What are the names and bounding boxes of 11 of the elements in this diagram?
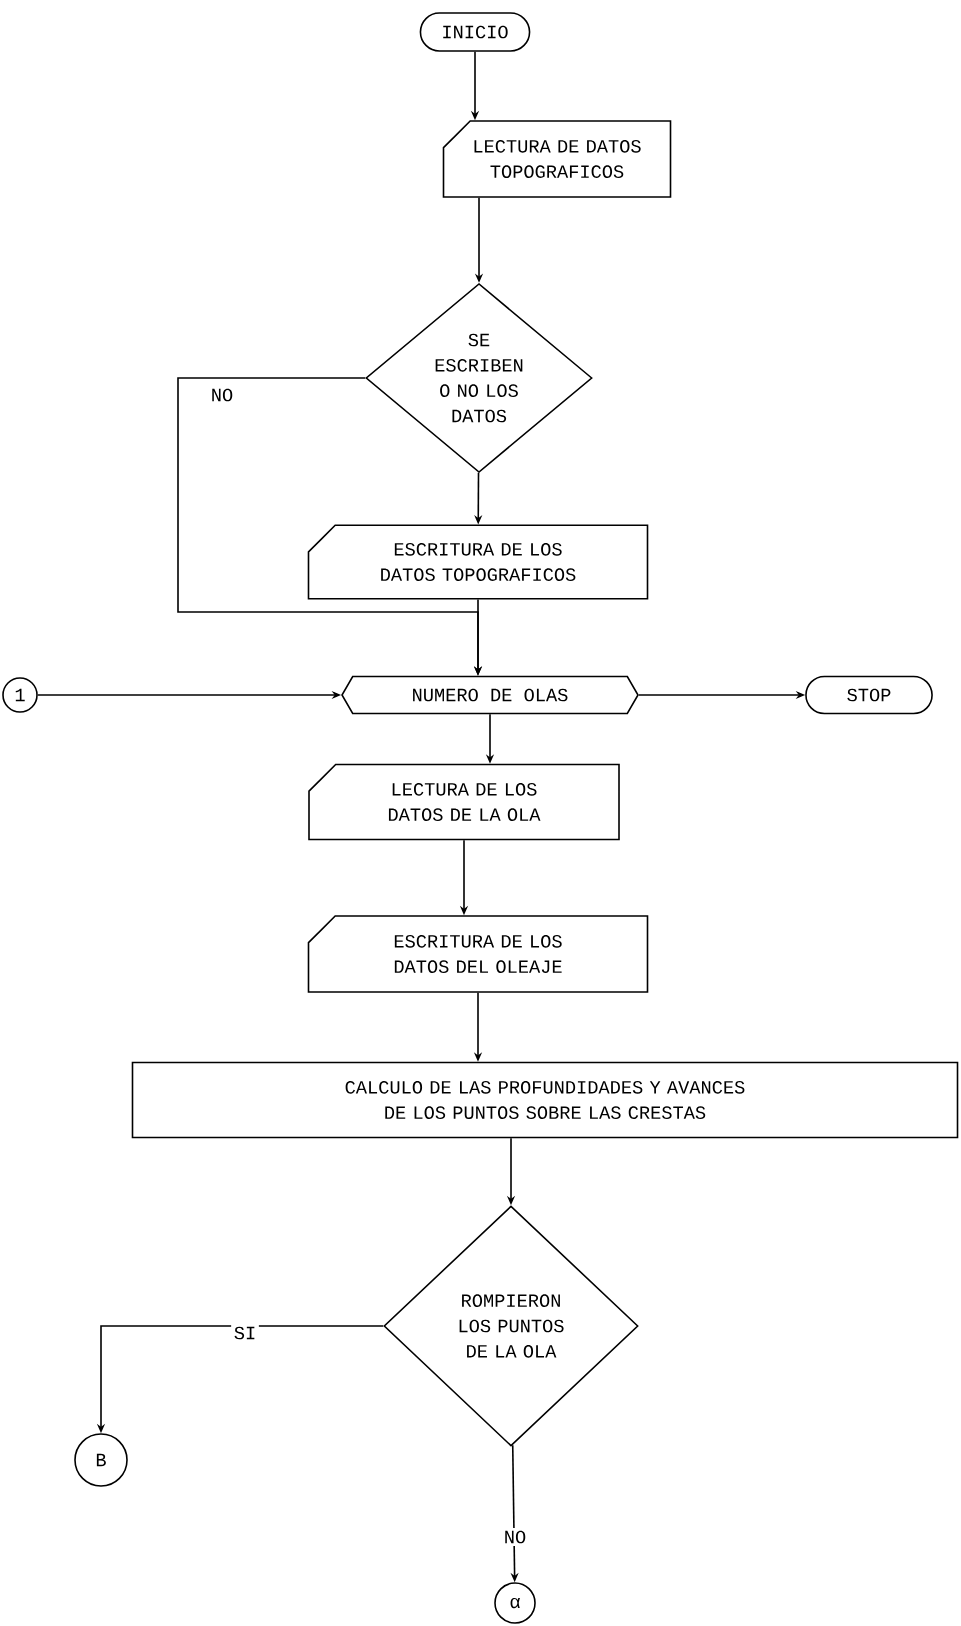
output-box: ESCRITURA DE LOS DATOS TOPOGRAFICOS (307, 524, 649, 600)
input-box: LECTURA DE DATOS TOPOGRAFICOS (442, 120, 672, 198)
terminal-box: STOP (805, 675, 933, 715)
process-box: CALCULO DE LAS PROFUNDIDADES Y AVANCES DE LOS PUNTOS SOBRE LAS CRESTAS (131, 1061, 959, 1139)
edge-label: NO (501, 1528, 529, 1546)
preparation-hexagon: NUMERO DE OLAS (341, 675, 639, 715)
edge-label: NO (212, 388, 233, 402)
output-box: ESCRITURA DE LOS DATOS DEL OLEAJE (307, 915, 649, 993)
input-box: LECTURA DE LOS DATOS DE LA OLA (308, 763, 620, 841)
terminal-box: INICIO (419, 12, 531, 52)
edge-label: SI (231, 1324, 259, 1342)
